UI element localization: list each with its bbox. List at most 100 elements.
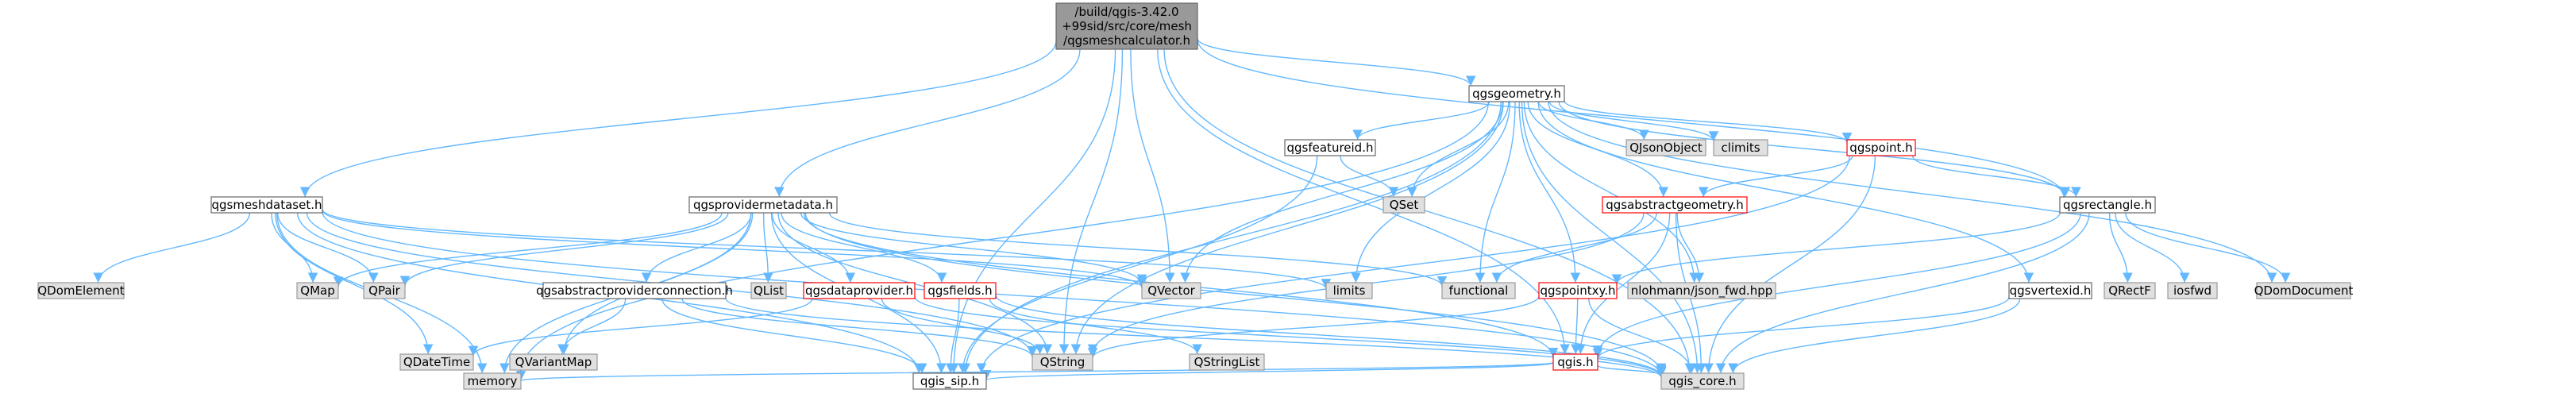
node-qgsprovidermetadata[interactable]: qgsprovidermetadata.h <box>688 196 838 214</box>
node-qgsabstractproviderconnection[interactable]: qgsabstractproviderconnection.h <box>536 282 733 299</box>
edge-qgspointxy-to-qstring <box>1087 295 1540 358</box>
node-qgsdataprovider[interactable]: qgsdataprovider.h <box>803 282 916 299</box>
node-qvector[interactable]: QVector <box>1141 282 1201 299</box>
node-root[interactable]: /build/qgis-3.42.0+99sid/src/core/mesh/q… <box>1055 2 1198 50</box>
node-qset-label: QSet <box>1390 198 1419 212</box>
node-qgsabstractproviderconnection-box <box>542 282 727 299</box>
node-qjsonobject[interactable]: QJsonObject <box>1625 139 1706 156</box>
node-qgsgeometry-box <box>1468 85 1565 102</box>
edge-qgsprovidermetadata-to-qpair <box>399 212 729 287</box>
edge-qgsvertexid-to-qgis_core <box>1728 298 2021 374</box>
node-qgsfields-box <box>924 282 997 299</box>
node-qgspointxy-box <box>1538 282 1618 299</box>
node-qmap[interactable]: QMap <box>296 282 339 299</box>
node-qgis[interactable]: qgis.h <box>1552 353 1598 371</box>
edge-qgsabstractgeometry-to-nlohmann <box>1676 212 1705 283</box>
edge-qgsrectangle-to-iosfwd <box>2115 212 2190 283</box>
node-qgis_sip[interactable]: qgis_sip.h <box>912 372 987 390</box>
edge-root-to-qstring <box>1059 48 1124 355</box>
node-qset[interactable]: QSet <box>1382 196 1425 214</box>
edge-qgsgeometry-to-qgsfeatureid <box>1352 101 1490 141</box>
edge-qgsabstractproviderconnection-to-qvariantmap <box>557 298 627 355</box>
node-qgsprovidermetadata-label: qgsprovidermetadata.h <box>693 198 833 212</box>
node-qgspoint[interactable]: qgspoint.h <box>1846 139 1916 156</box>
node-qgsabstractgeometry[interactable]: qgsabstractgeometry.h <box>1602 196 1748 214</box>
node-qpair-box <box>363 282 406 299</box>
edge-qgsgeometry-to-memory <box>515 101 1490 374</box>
edge-root-to-qgis_sip <box>948 48 1116 374</box>
edge-qgspoint-to-qgsabstractgeometry <box>1698 155 1853 198</box>
edge-qgsrectangle-to-qdomdocument <box>2125 212 2291 283</box>
edge-qgsgeometry-to-qset <box>1406 101 1510 198</box>
node-qgsmeshdataset[interactable]: qgsmeshdataset.h <box>210 196 323 214</box>
edge-root-to-qvector <box>1130 48 1175 283</box>
edge-root-to-qgis_core <box>1163 48 1695 374</box>
edge-qgsabstractproviderconnection-to-qgis_core <box>725 298 1667 378</box>
node-qrectf-label: QRectF <box>2108 283 2151 298</box>
node-qgsgeometry-label: qgsgeometry.h <box>1472 87 1561 101</box>
node-qgsrectangle-label: qgsrectangle.h <box>2063 198 2152 212</box>
edge-qgspoint-to-qgis_core <box>1703 155 1876 374</box>
edge-qgspointxy-to-qgis_core <box>1588 298 1697 374</box>
node-qgsfeatureid[interactable]: qgsfeatureid.h <box>1284 139 1376 156</box>
node-qrectf[interactable]: QRectF <box>2104 282 2156 299</box>
node-qdatetime[interactable]: QDateTime <box>399 353 474 371</box>
edge-qgsgeometry-to-qgsrectangle <box>1558 101 2071 198</box>
edge-qgsgeometry-to-qgsvertexid <box>1537 101 2034 283</box>
node-qgsmeshdataset-box <box>210 196 323 214</box>
node-qgsabstractgeometry-label: qgsabstractgeometry.h <box>1606 198 1744 212</box>
node-qgspoint-box <box>1846 139 1916 156</box>
node-qlist-label: QList <box>754 283 784 298</box>
edge-qgsvertexid-to-qgis <box>1592 296 2010 360</box>
node-qmap-label: QMap <box>300 283 334 298</box>
edge-qgsabstractproviderconnection-to-qgis_sip <box>661 298 927 374</box>
node-climits-label: climits <box>1721 141 1760 155</box>
edge-qgsfeatureid-to-qset <box>1340 155 1399 198</box>
node-limits[interactable]: limits <box>1325 282 1373 299</box>
edge-qgsgeometry-to-qvector <box>1180 101 1504 283</box>
node-qdomelement[interactable]: QDomElement <box>37 282 125 299</box>
node-nlohmann-box <box>1627 282 1776 299</box>
edge-root-to-qgsprovidermetadata <box>774 48 1081 198</box>
node-qvariantmap[interactable]: QVariantMap <box>509 353 598 371</box>
node-qstringlist[interactable]: QStringList <box>1189 353 1265 371</box>
node-qgis_core-label: qgis_core.h <box>1668 374 1736 389</box>
node-qgsgeometry[interactable]: qgsgeometry.h <box>1468 85 1565 102</box>
node-qgsvertexid[interactable]: qgsvertexid.h <box>2008 282 2092 299</box>
node-qstring[interactable]: QString <box>1032 353 1093 371</box>
edge-qgsrectangle-to-qgis <box>1592 212 2081 356</box>
node-qgsdataprovider-label: qgsdataprovider.h <box>805 283 913 298</box>
node-qgspointxy[interactable]: qgspointxy.h <box>1538 282 1618 299</box>
node-root-box <box>1055 2 1198 50</box>
node-qvariantmap-label: QVariantMap <box>515 355 592 369</box>
node-functional[interactable]: functional <box>1441 282 1516 299</box>
node-nlohmann[interactable]: nlohmann/json_fwd.hpp <box>1627 282 1776 299</box>
node-qgsvertexid-label: qgsvertexid.h <box>2010 283 2092 298</box>
edge-qgsprovidermetadata-to-qvector <box>800 212 1147 285</box>
node-qstringlist-label: QStringList <box>1194 355 1260 369</box>
node-qgsrectangle[interactable]: qgsrectangle.h <box>2059 196 2156 214</box>
edge-qgsabstractgeometry-to-qgis <box>1575 212 1671 355</box>
node-qgsfields[interactable]: qgsfields.h <box>924 282 997 299</box>
node-qgis_core[interactable]: qgis_core.h <box>1660 372 1745 390</box>
node-climits[interactable]: climits <box>1713 139 1768 156</box>
node-qdomdocument-box <box>2256 282 2351 299</box>
edge-qgsrectangle-to-qgis_core <box>1715 212 2090 374</box>
node-qgsabstractgeometry-box <box>1602 196 1748 214</box>
node-memory[interactable]: memory <box>463 372 522 390</box>
node-qvector-label: QVector <box>1147 283 1195 298</box>
node-iosfwd-label: iosfwd <box>2173 283 2212 298</box>
node-qlist[interactable]: QList <box>750 282 787 299</box>
edge-qgsmeshdataset-to-qmap <box>271 212 318 283</box>
node-climits-box <box>1713 139 1768 156</box>
node-qjsonobject-label: QJsonObject <box>1629 141 1703 155</box>
node-qpair[interactable]: QPair <box>363 282 406 299</box>
edge-qgsabstractproviderconnection-to-qstring <box>681 298 1038 357</box>
node-root-label: /build/qgis-3.42.0 <box>1074 5 1178 19</box>
node-qdomdocument[interactable]: QDomDocument <box>2254 282 2354 299</box>
node-iosfwd-box <box>2167 282 2218 299</box>
node-qrectf-box <box>2104 282 2156 299</box>
node-iosfwd[interactable]: iosfwd <box>2167 282 2218 299</box>
node-qgis_sip-label: qgis_sip.h <box>920 374 979 389</box>
